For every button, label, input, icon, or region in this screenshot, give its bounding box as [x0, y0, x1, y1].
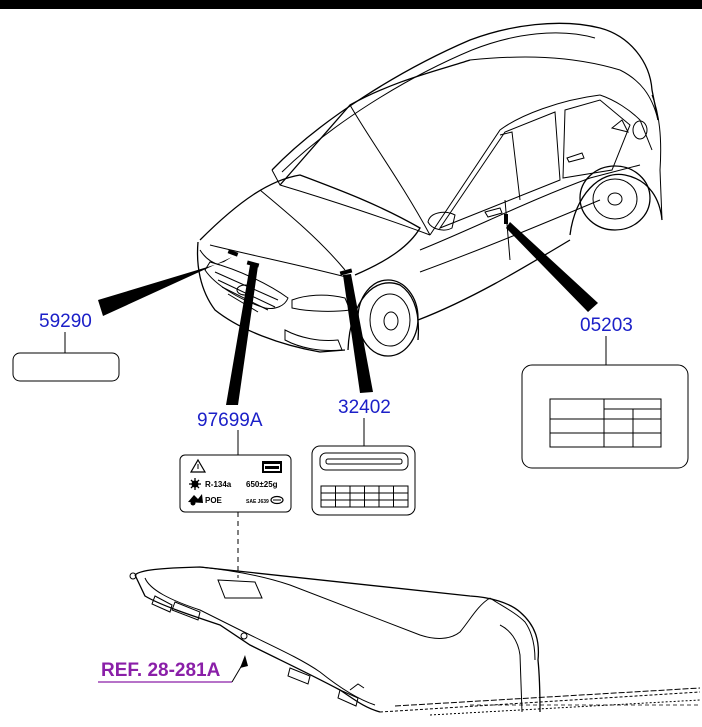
leader-32402: [343, 274, 373, 393]
engine-cover: [129, 566, 701, 716]
leader-05203: [506, 222, 598, 312]
leader-lines: [64, 214, 607, 578]
refrigerant-type: R-134a: [205, 480, 232, 489]
cover-label-area: [217, 579, 263, 599]
tire-label-05203: [521, 364, 689, 469]
reference-text[interactable]: REF. 28-281A: [101, 660, 221, 681]
reference-arrow: [240, 655, 248, 668]
marker-05203: [504, 214, 508, 224]
part-number-32402[interactable]: 32402: [338, 397, 391, 418]
part-number-05203[interactable]: 05203: [580, 315, 633, 336]
oil-type: POE: [205, 496, 223, 505]
part-number-97699A[interactable]: 97699A: [197, 410, 263, 431]
refrigerant-label-97699A: R-134a 650±25g POE SAE J639: [179, 454, 292, 513]
tire-table: [549, 398, 662, 448]
battery-icon: [262, 461, 282, 473]
marker-97699A: [246, 260, 260, 268]
refrigerant-amount: 650±25g: [246, 480, 278, 489]
marker-32402: [339, 268, 353, 276]
sae-standard: SAE J639: [246, 499, 269, 505]
hood-label-59290: [12, 352, 120, 382]
car-illustration: [196, 22, 663, 357]
reference-callout: REF. 28-281A: [98, 655, 248, 683]
top-border: [0, 0, 702, 9]
gear-icon: [189, 478, 201, 490]
marker-59290: [227, 249, 239, 257]
leader-97699A: [226, 265, 258, 405]
part-numbers: 59290 97699A 32402 05203: [39, 311, 633, 431]
part-number-59290[interactable]: 59290: [39, 311, 92, 332]
compressor-icon: [188, 494, 203, 506]
recycle-icon: [270, 495, 284, 505]
emission-label-32402: [311, 445, 416, 516]
leader-59290: [98, 257, 232, 316]
warning-triangle-icon: [189, 458, 207, 473]
